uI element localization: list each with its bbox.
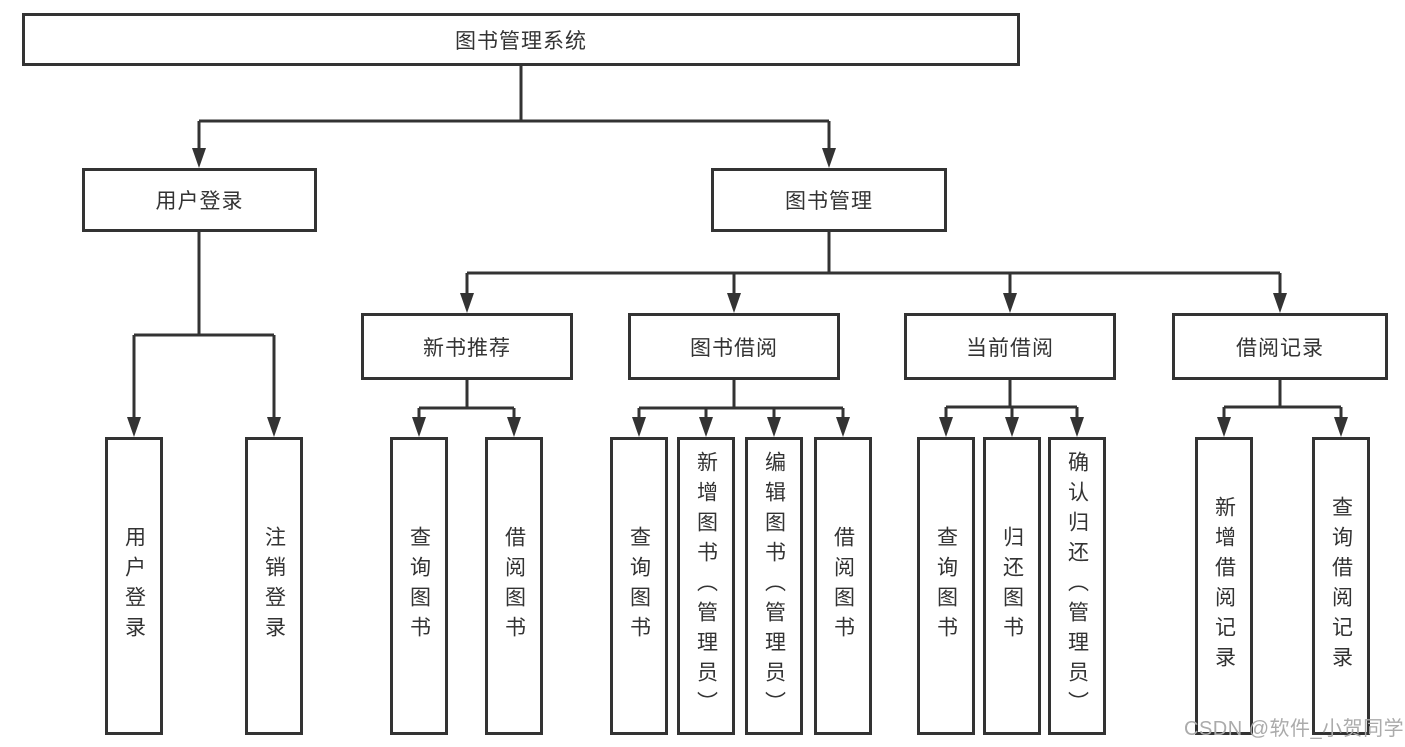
leaf-confirm-return-admin-label: 确认归还（管理员）	[1065, 451, 1089, 721]
leaf-query-books-borrow: 查询图书	[610, 437, 668, 735]
leaf-borrow-books-recommend-label: 借阅图书	[502, 526, 526, 646]
leaf-user-login: 用户登录	[105, 437, 163, 735]
node-book-borrow: 图书借阅	[628, 313, 840, 380]
node-library-system-label: 图书管理系统	[455, 29, 587, 53]
leaf-borrow-books-recommend: 借阅图书	[485, 437, 543, 735]
leaf-borrow-books-label: 借阅图书	[831, 526, 855, 646]
node-user-login-label: 用户登录	[155, 190, 244, 213]
leaf-edit-book-admin: 编辑图书（管理员）	[745, 437, 803, 735]
leaf-confirm-return-admin: 确认归还（管理员）	[1048, 437, 1106, 735]
node-new-book-recommend-label: 新书推荐	[423, 336, 511, 360]
leaf-edit-book-admin-label: 编辑图书（管理员）	[762, 451, 786, 721]
leaf-user-login-label: 用户登录	[122, 526, 146, 646]
csdn-watermark: CSDN @软件_小贺同学	[1184, 718, 1405, 740]
leaf-query-books-borrow-label: 查询图书	[627, 526, 651, 646]
leaf-logout-label: 注销登录	[262, 526, 286, 646]
leaf-add-book-admin: 新增图书（管理员）	[677, 437, 735, 735]
leaf-add-book-admin-label: 新增图书（管理员）	[694, 451, 718, 721]
leaf-query-borrow-record-label: 查询借阅记录	[1329, 496, 1353, 676]
node-current-borrow: 当前借阅	[904, 313, 1116, 380]
node-user-login: 用户登录	[82, 168, 317, 232]
node-borrow-records: 借阅记录	[1172, 313, 1388, 380]
leaf-query-books-current: 查询图书	[917, 437, 975, 735]
leaf-return-book-label: 归还图书	[1000, 526, 1024, 646]
node-book-borrow-label: 图书借阅	[690, 336, 778, 360]
node-new-book-recommend: 新书推荐	[361, 313, 573, 380]
edge-lines	[132, 66, 1343, 419]
node-library-system: 图书管理系统	[22, 13, 1020, 66]
node-current-borrow-label: 当前借阅	[966, 336, 1054, 360]
node-book-management: 图书管理	[711, 168, 947, 232]
leaf-add-borrow-record-label: 新增借阅记录	[1212, 496, 1236, 676]
node-borrow-records-label: 借阅记录	[1236, 336, 1324, 360]
leaf-query-books-recommend-label: 查询图书	[407, 526, 431, 646]
leaf-query-books-recommend: 查询图书	[390, 437, 448, 735]
node-book-management-label: 图书管理	[785, 190, 873, 213]
leaf-query-books-current-label: 查询图书	[934, 526, 958, 646]
leaf-borrow-books: 借阅图书	[814, 437, 872, 735]
leaf-logout: 注销登录	[245, 437, 303, 735]
leaf-add-borrow-record: 新增借阅记录	[1195, 437, 1253, 735]
leaf-return-book: 归还图书	[983, 437, 1041, 735]
leaf-query-borrow-record: 查询借阅记录	[1312, 437, 1370, 735]
